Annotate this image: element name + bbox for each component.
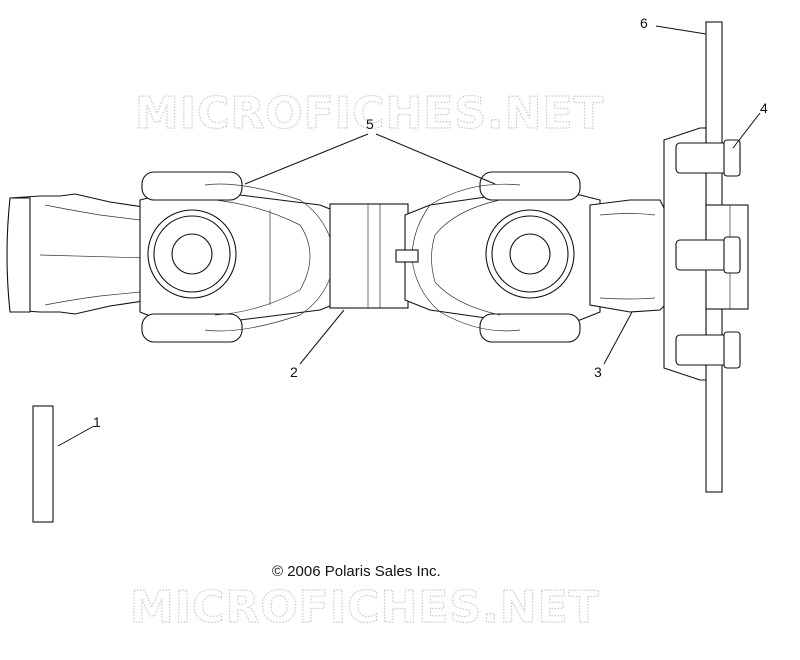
part-1-plate[interactable] (32, 405, 54, 523)
leader-2 (299, 309, 345, 365)
callout-5[interactable]: 5 (366, 116, 374, 132)
leader-6 (655, 25, 707, 35)
leader-5a (244, 133, 369, 185)
watermark-top: MICROFICHES.NET (135, 88, 605, 139)
left-shaft[interactable] (6, 193, 151, 315)
right-shaft[interactable] (589, 199, 666, 313)
left-bearing[interactable] (147, 209, 237, 299)
callout-1[interactable]: 1 (93, 414, 101, 430)
copyright-text: © 2006 Polaris Sales Inc. (272, 563, 441, 580)
callout-4[interactable]: 4 (760, 100, 768, 116)
leader-1 (57, 425, 95, 447)
callout-2[interactable]: 2 (290, 364, 298, 380)
callout-6[interactable]: 6 (640, 15, 648, 31)
leader-5b (375, 133, 496, 185)
leader-4 (732, 112, 761, 149)
right-bearing[interactable] (485, 209, 575, 299)
part-4-bolts[interactable] (675, 139, 741, 369)
leader-3 (603, 311, 633, 365)
watermark-bottom: MICROFICHES.NET (130, 582, 600, 633)
callout-3[interactable]: 3 (594, 364, 602, 380)
part-2-center-shaft[interactable] (329, 203, 409, 309)
